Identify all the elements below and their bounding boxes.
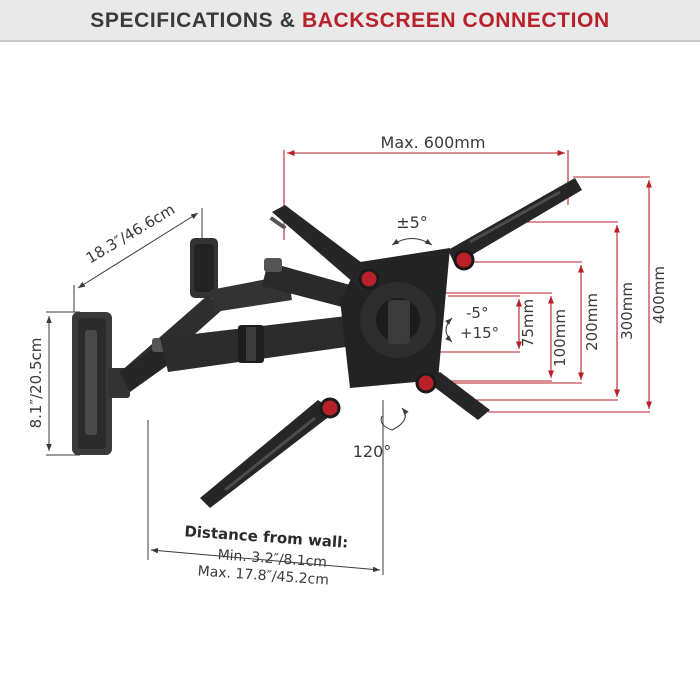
wall-plate: [72, 312, 130, 455]
vesa-dimension-lines: [283, 149, 653, 413]
plate-height-label: 8.1″/20.5cm: [27, 338, 45, 429]
swivel-label: 120°: [353, 442, 392, 461]
vesa-200-label: 200mm: [583, 293, 601, 351]
header-bar: SPECIFICATIONS & BACKSCREEN CONNECTION: [0, 0, 700, 42]
title-part-gray: SPECIFICATIONS &: [90, 9, 302, 32]
tilt-down-label: -5°: [466, 304, 488, 322]
vesa-75-label: 75mm: [519, 299, 537, 347]
title-part-red: BACKSCREEN CONNECTION: [301, 9, 610, 32]
max-width-label: Max. 600mm: [381, 133, 486, 152]
mount-dimension-lines: [46, 208, 453, 575]
vesa-400-label: 400mm: [650, 266, 668, 324]
page-title: SPECIFICATIONS & BACKSCREEN CONNECTION: [0, 0, 700, 42]
tilt-label: ±5°: [396, 213, 428, 232]
front-arm: [120, 315, 360, 392]
distance-title: Distance from wall:: [184, 522, 349, 551]
arm-length-label: 18.3″/46.6cm: [83, 200, 178, 267]
vesa-bracket: [200, 178, 582, 508]
vesa-100-label: 100mm: [551, 309, 569, 367]
distance-min: Min. 3.2″/8.1cm: [217, 547, 327, 571]
vesa-300-label: 300mm: [618, 282, 636, 340]
header-divider: [0, 40, 700, 42]
tilt-up-label: +15°: [460, 324, 499, 342]
